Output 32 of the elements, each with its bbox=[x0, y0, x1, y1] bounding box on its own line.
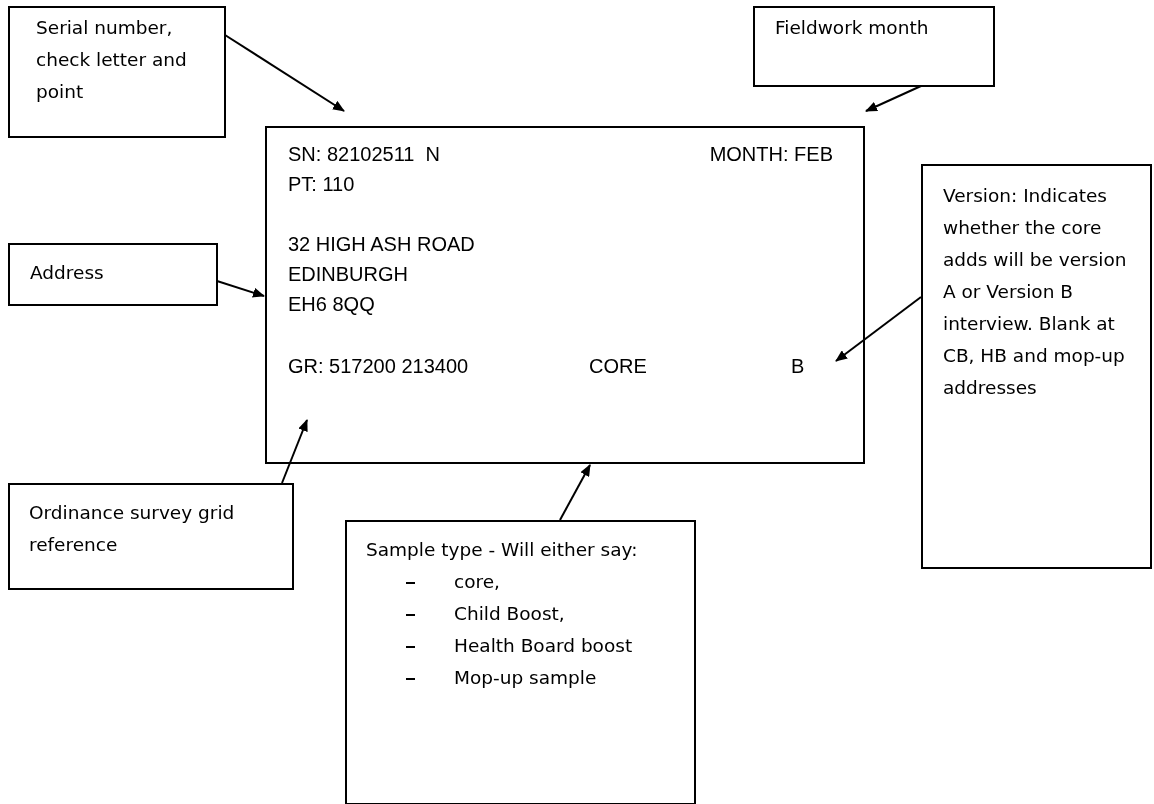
grid-reference: GR: 517200 213400 bbox=[288, 354, 469, 378]
serial-number: SN: 82102511 N bbox=[288, 142, 440, 166]
list-item: Child Boost, bbox=[454, 602, 566, 626]
list-item: Health Board boost bbox=[454, 634, 634, 658]
callout-box bbox=[345, 520, 696, 804]
callout-text: Version: Indicates whether the core adds will be version A or Version B interview. Blank at CB, HB and mop-up addresses bbox=[943, 184, 1128, 400]
callout-box bbox=[8, 243, 218, 306]
list-item: core, bbox=[454, 570, 501, 594]
arrow bbox=[281, 419, 308, 484]
postcode: EH6 8QQ bbox=[288, 292, 375, 316]
callout-box bbox=[8, 6, 226, 138]
list-item: Mop-up sample bbox=[454, 666, 598, 690]
callout-box bbox=[921, 164, 1152, 569]
arrow bbox=[224, 34, 345, 112]
arrow bbox=[835, 296, 922, 362]
callout-box bbox=[753, 6, 995, 87]
callout-text: Serial number, check letter and point bbox=[36, 16, 188, 104]
callout-text: Address bbox=[30, 261, 105, 285]
address-label-card bbox=[265, 126, 865, 464]
address-line: EDINBURGH bbox=[288, 262, 408, 286]
point-number: PT: 110 bbox=[288, 172, 355, 196]
version-letter: B bbox=[791, 354, 805, 378]
callout-box bbox=[8, 483, 294, 590]
callout-text: Sample type - Will either say: bbox=[366, 538, 639, 562]
arrow bbox=[216, 280, 265, 298]
callout-text: Ordinance survey grid reference bbox=[29, 501, 236, 557]
sample-type: CORE bbox=[589, 354, 647, 378]
address-line: 32 HIGH ASH ROAD bbox=[288, 232, 475, 256]
month-field: MONTH: FEB bbox=[709, 142, 833, 166]
callout-text: Fieldwork month bbox=[775, 16, 930, 40]
arrow bbox=[559, 464, 591, 521]
arrow bbox=[865, 85, 922, 112]
